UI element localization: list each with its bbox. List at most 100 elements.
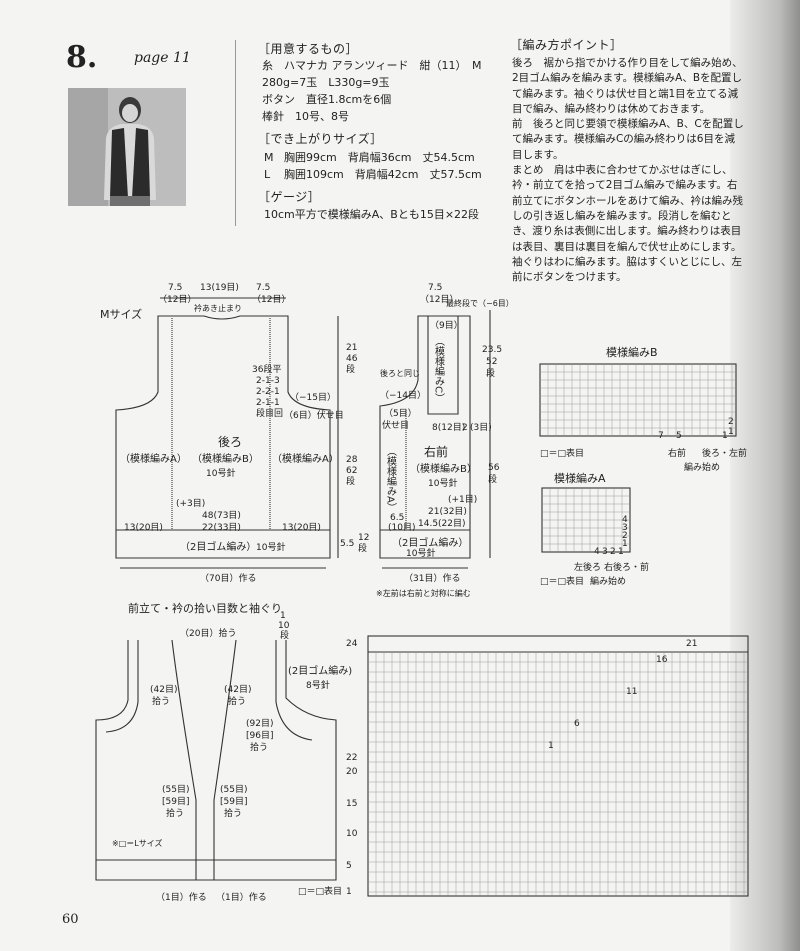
chart-a-title: 模様編みA bbox=[554, 471, 606, 485]
back-side-right: （模様編みA） bbox=[272, 452, 339, 465]
header-separator bbox=[235, 40, 236, 226]
page-edge-shadow bbox=[730, 0, 800, 951]
gauge-text: 10cm平方で模様編みA、Bとも15目×22段 bbox=[264, 208, 480, 221]
big-row-15: 15 bbox=[346, 799, 357, 809]
front-h-23-5: 23.5 bbox=[482, 345, 502, 355]
big-chart-grid bbox=[367, 635, 749, 897]
chart-a-row-4: 4 bbox=[622, 515, 628, 525]
back-side-left: （模様編みA） bbox=[120, 452, 187, 465]
chart-a-left: 左後ろ bbox=[574, 561, 601, 573]
back-bottom-left: 13(20目) bbox=[124, 522, 163, 533]
armhole-221: 2-2-1 bbox=[256, 387, 280, 397]
back-armhole-minus: （−15目） bbox=[290, 392, 336, 403]
model-figure-illustration bbox=[68, 88, 186, 206]
big-step-16: 16 bbox=[656, 655, 668, 665]
finishing-rib-needle: 8号針 bbox=[306, 679, 330, 691]
size-l-text: 胸囲109cm 背肩幅42cm 丈57.5cm bbox=[284, 168, 482, 181]
big-row-24: 24 bbox=[346, 639, 358, 649]
back-h-28: 28 bbox=[346, 455, 358, 465]
front-piece-outline bbox=[379, 315, 471, 559]
finishing-left-band bbox=[171, 639, 197, 880]
finishing-cast-a: （1目）作る bbox=[156, 891, 207, 903]
big-row-1: 1 bbox=[346, 887, 352, 897]
front-ribbing: （2目ゴム編み） bbox=[392, 536, 468, 549]
chart-a-row-2: 2 bbox=[622, 531, 628, 541]
front-count-21: 21(32目) bbox=[428, 506, 467, 517]
finishing-dim-unit: 段 bbox=[280, 629, 289, 641]
back-bottom-right: 13(20目) bbox=[282, 522, 321, 533]
chart-b-row-2: 2 bbox=[728, 417, 734, 427]
front-rib-needle: 10号針 bbox=[406, 547, 435, 559]
front-center: （模様編みB） bbox=[410, 462, 477, 475]
front-neck-same: 後ろと同じ bbox=[380, 368, 420, 378]
finishing-l-note: ※□＝Lサイズ bbox=[112, 838, 162, 848]
back-bottom-22: 22(33目) bbox=[202, 522, 241, 533]
chart-b-col-7: 7 bbox=[658, 431, 664, 441]
finishing-55a: (55目) bbox=[162, 784, 189, 795]
back-top-7-5-left: 7.5 bbox=[168, 283, 182, 293]
chart-b-left: 右前 bbox=[668, 447, 686, 459]
points-title: ［編み方ポイント］ bbox=[510, 38, 623, 52]
finishing-top-count: （20目）拾う bbox=[180, 627, 236, 639]
finishing-96: [96目] bbox=[246, 730, 273, 741]
front-minus14: （−14目） bbox=[380, 390, 426, 401]
front-count-14-5: 14.5(22目) bbox=[418, 518, 466, 529]
chart-a-start: 編み始め bbox=[590, 575, 626, 587]
back-h-12: 12 bbox=[358, 533, 369, 543]
points-finishing: まとめ 肩は中表に合わせてかぶせはぎにし、衿・前立てを拾って2目ゴム編みで編みま… bbox=[512, 164, 743, 284]
front-plus1: (+1目) bbox=[448, 494, 477, 505]
chart-b-start: 編み始め bbox=[684, 461, 720, 473]
chart-b-right: 後ろ・左前 bbox=[702, 447, 747, 459]
chart-a-right: 右後ろ・前 bbox=[604, 561, 649, 573]
materials-title: ［用意するもの］ bbox=[258, 42, 359, 56]
front-last-row: 最終段で（−6目） bbox=[446, 298, 514, 308]
back-size-label: Mサイズ bbox=[100, 307, 142, 321]
back-piece-outline bbox=[115, 315, 331, 559]
front-c-count: （9目） bbox=[430, 320, 463, 331]
finishing-right-armhole bbox=[275, 640, 313, 741]
finishing-dim-1: 1 bbox=[280, 611, 286, 621]
finishing-pick-4: 拾う bbox=[166, 807, 184, 819]
materials-buttons: ボタン 直径1.8cmを6個 bbox=[262, 93, 392, 106]
finishing-pick-3: 拾う bbox=[250, 741, 268, 753]
back-plus3: (+3目) bbox=[176, 498, 205, 509]
chart-a-col-1: 1 bbox=[618, 547, 624, 557]
materials-weight: 280g=7玉 L330g=9玉 bbox=[262, 76, 390, 89]
finishing-title: 前立て・衿の拾い目数と袖ぐり bbox=[128, 601, 282, 615]
front-h-56-unit: 段 bbox=[488, 473, 497, 485]
finishing-92: (92目) bbox=[246, 718, 273, 729]
front-count-2: 2 bbox=[462, 423, 468, 433]
finishing-dim-10: 10 bbox=[278, 621, 290, 631]
back-title: 後ろ bbox=[218, 435, 242, 449]
back-bottom-48: 48(73目) bbox=[202, 510, 241, 521]
front-bindoff-label: 伏せ目 bbox=[382, 419, 409, 431]
finishing-right-band bbox=[213, 639, 237, 880]
finishing-left-armhole bbox=[105, 640, 139, 733]
back-rib-needle: 10号針 bbox=[256, 541, 285, 553]
back-bindoff: （6目）伏せ目 bbox=[284, 409, 344, 421]
chart-b-legend: □＝□表目 bbox=[540, 447, 584, 459]
front-pattern-c-outline bbox=[427, 316, 459, 415]
front-note: ※左前は右前と対称に編む bbox=[376, 588, 471, 598]
front-left-pattern: （模様編みA） bbox=[385, 446, 397, 513]
finishing-pick-2: 拾う bbox=[228, 695, 246, 707]
chart-a-legend: □＝□表目 bbox=[540, 575, 584, 587]
page-reference: page 11 bbox=[134, 50, 191, 66]
chart-b-col-1: 1 bbox=[722, 431, 728, 441]
finishing-pick-5: 拾う bbox=[224, 807, 242, 819]
front-needle: 10号針 bbox=[428, 477, 457, 489]
finishing-cast-b: （1目）作る bbox=[216, 891, 267, 903]
materials-needles: 棒針 10号、8号 bbox=[262, 110, 349, 123]
back-h-12-unit: 段 bbox=[358, 542, 367, 554]
back-top-12-left: （12目） bbox=[158, 294, 196, 305]
chart-a-col-3: 3 bbox=[602, 547, 608, 557]
back-h-46-unit: 段 bbox=[346, 363, 355, 375]
front-count-6-5: 6.5 bbox=[390, 513, 404, 523]
size-l-label: L bbox=[264, 168, 271, 181]
chart-a-col-4: 4 bbox=[594, 547, 600, 557]
front-top-7-5: 7.5 bbox=[428, 283, 442, 293]
front-h-52-unit: 段 bbox=[486, 367, 495, 379]
finishing-pick-1: 拾う bbox=[152, 695, 170, 707]
big-step-21: 21 bbox=[686, 639, 697, 649]
back-ribbing: （2目ゴム編み） bbox=[180, 540, 256, 553]
